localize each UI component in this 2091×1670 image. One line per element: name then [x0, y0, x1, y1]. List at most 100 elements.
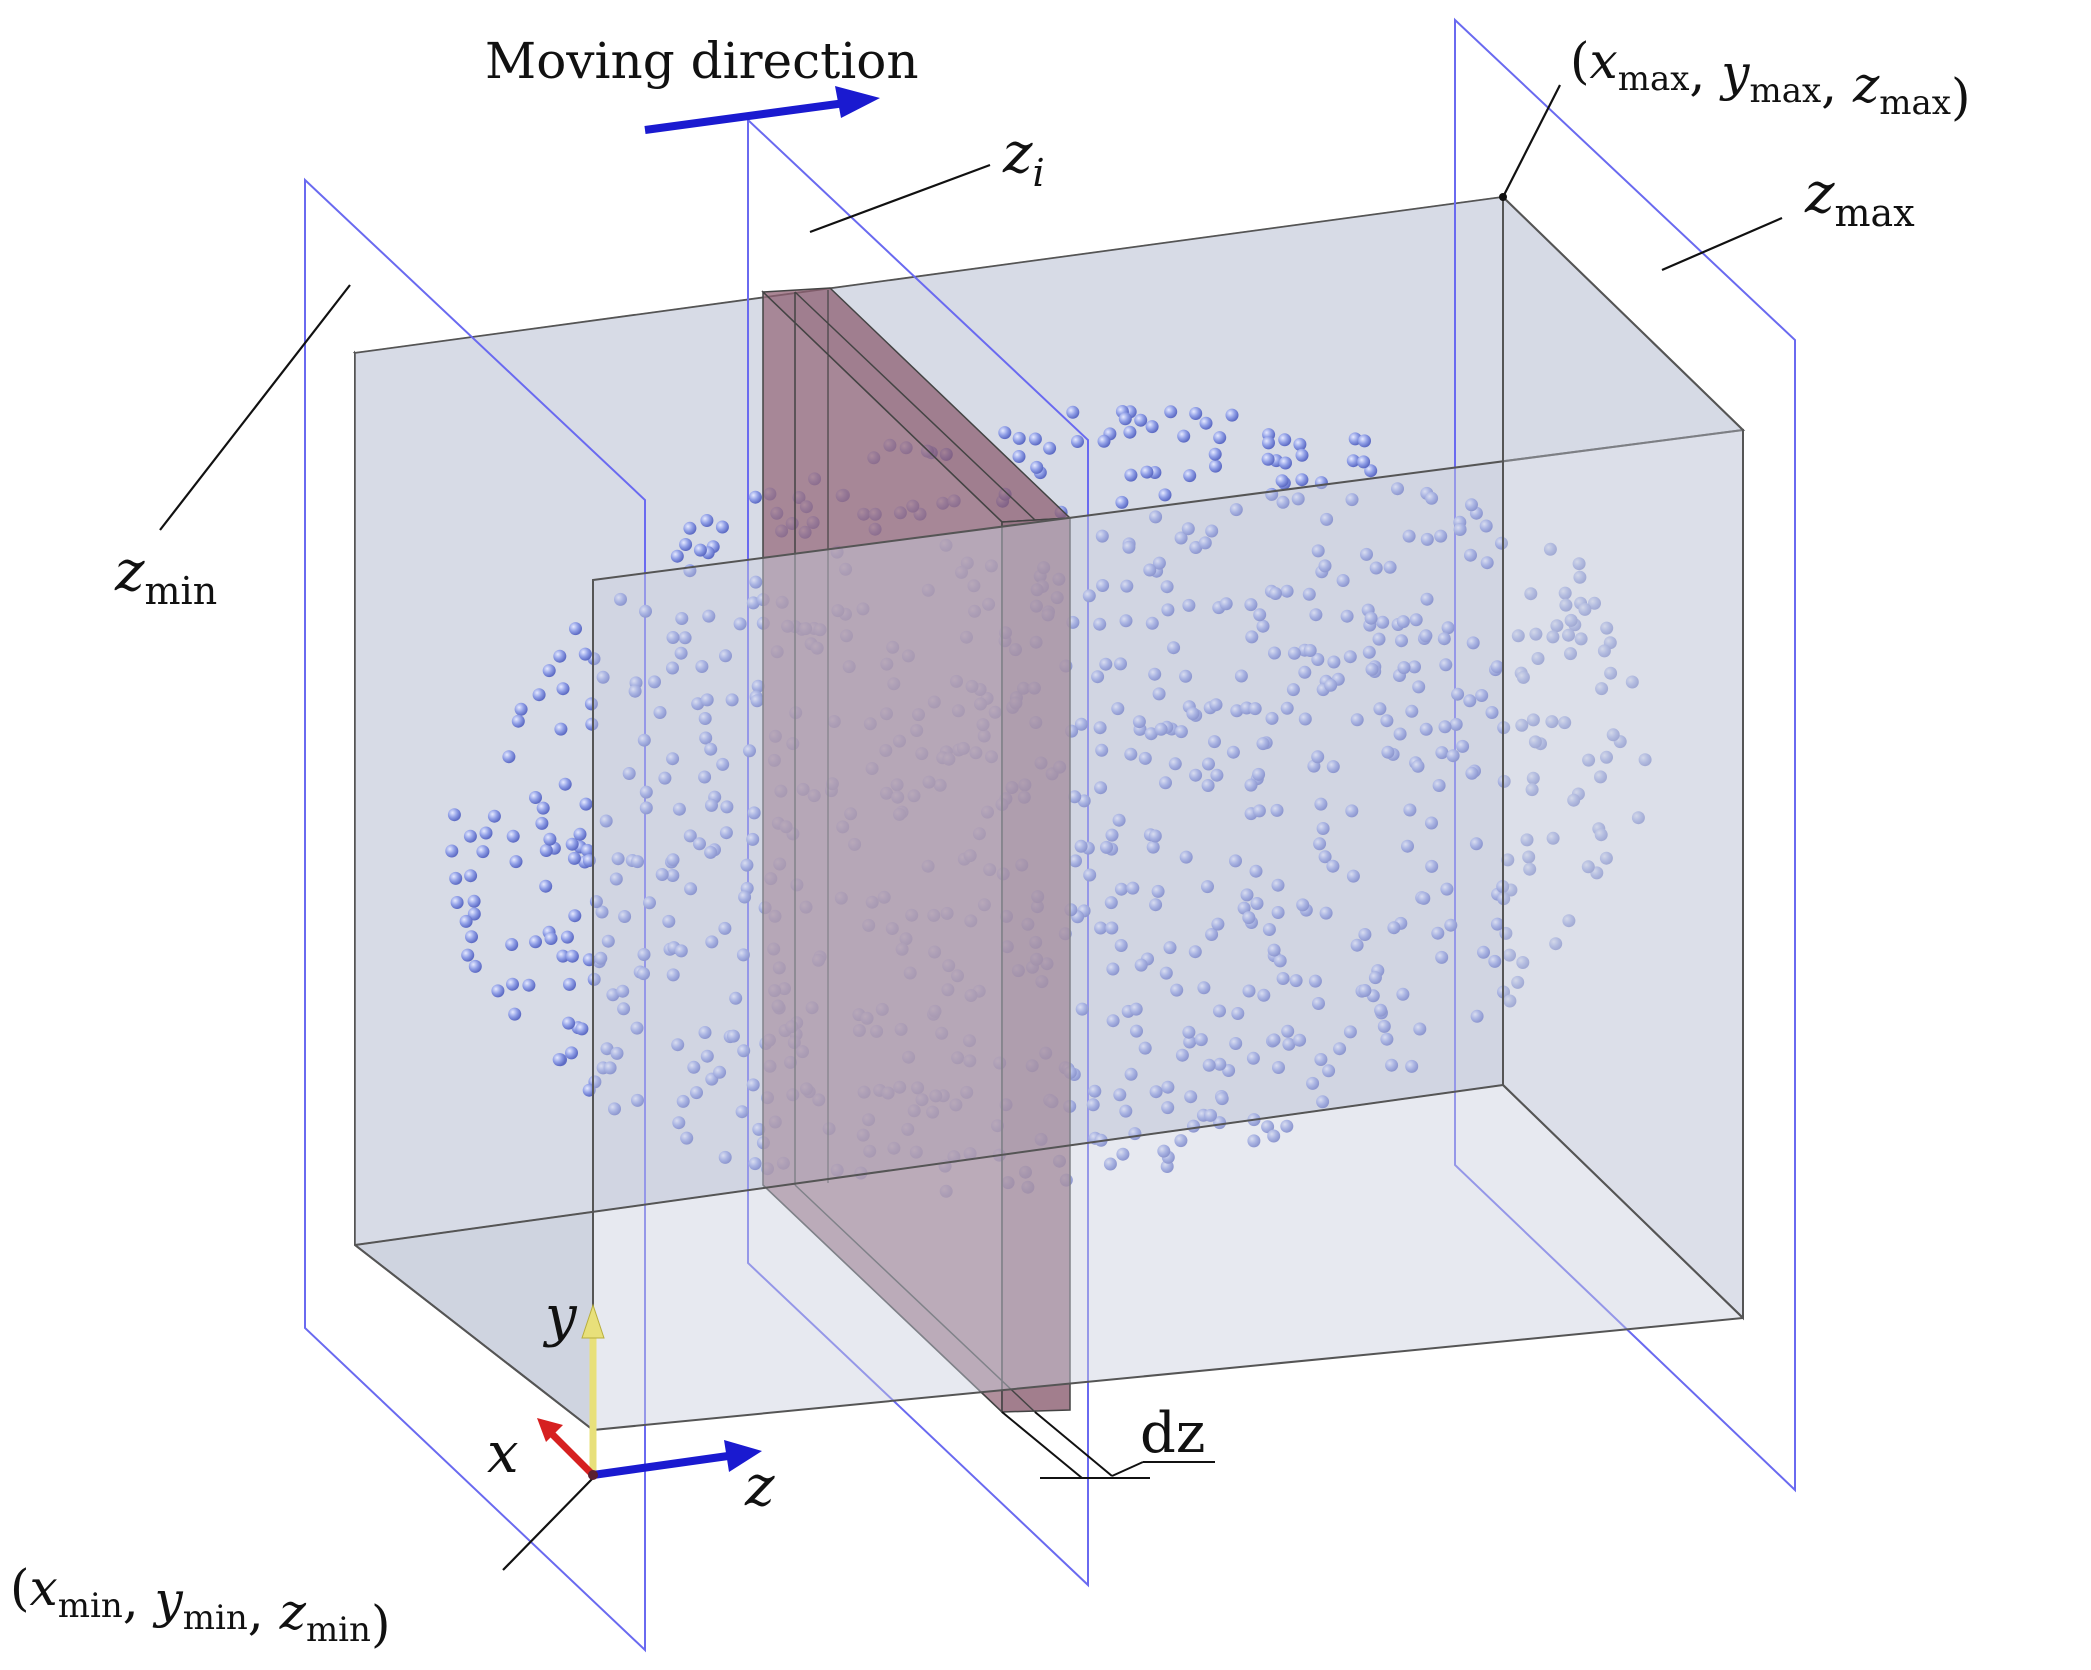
max-corner-label: (xmax, ymax, zmax)	[1570, 32, 1970, 126]
particle	[1343, 650, 1357, 664]
particle	[617, 1002, 631, 1016]
particle	[1272, 1061, 1285, 1074]
particle	[1205, 928, 1219, 941]
particle	[616, 984, 630, 998]
particle	[1181, 522, 1195, 536]
particle	[1526, 713, 1540, 727]
particle	[1318, 850, 1332, 864]
particle	[610, 1046, 624, 1060]
particle	[1154, 722, 1168, 736]
particle	[1094, 781, 1108, 795]
particle	[747, 806, 761, 820]
particle	[508, 1007, 522, 1021]
particle	[1345, 804, 1359, 818]
particle	[1531, 652, 1545, 665]
particle	[1365, 662, 1379, 676]
particle	[1320, 512, 1334, 526]
plane-z-max	[1454, 17, 1796, 1493]
particle	[1194, 1033, 1208, 1047]
particle	[1028, 432, 1042, 446]
particle	[1515, 718, 1529, 732]
particle	[565, 837, 579, 851]
particle	[1402, 529, 1416, 543]
particle	[1466, 636, 1480, 650]
particle	[1199, 416, 1213, 430]
particle	[698, 1026, 712, 1039]
particle	[1298, 712, 1312, 726]
particle	[465, 930, 478, 944]
particle	[1420, 592, 1434, 606]
particle	[539, 879, 553, 893]
particle	[1346, 869, 1360, 883]
particle	[1170, 983, 1184, 997]
particle	[1219, 597, 1233, 611]
particle	[1326, 760, 1340, 774]
particle	[1368, 971, 1382, 985]
particle	[690, 1086, 703, 1100]
particle	[1146, 840, 1160, 854]
particle	[1369, 561, 1383, 575]
particle	[1316, 822, 1330, 835]
particle	[1525, 783, 1539, 797]
particle	[1189, 768, 1203, 782]
particle	[1403, 803, 1417, 817]
particle	[1306, 1076, 1320, 1090]
particle	[1256, 737, 1270, 751]
particle	[749, 575, 763, 589]
particle	[558, 777, 572, 791]
particle	[575, 1022, 589, 1036]
particle	[1313, 837, 1327, 851]
particle	[1202, 1058, 1216, 1072]
particle	[1435, 950, 1449, 964]
particle	[1387, 921, 1401, 935]
particle	[1151, 884, 1165, 898]
particle	[666, 631, 680, 644]
particle	[1401, 839, 1414, 853]
particle	[672, 802, 686, 816]
particle	[1295, 448, 1309, 462]
particle	[1558, 716, 1572, 730]
z-min-label: zmin	[114, 539, 217, 613]
particle	[1316, 1095, 1330, 1109]
particle	[573, 827, 587, 841]
particle	[1106, 1014, 1120, 1028]
particle	[1606, 728, 1620, 742]
particle	[1340, 609, 1354, 623]
particle	[603, 1061, 617, 1075]
particle	[1229, 854, 1242, 868]
particle	[1167, 641, 1181, 655]
particle	[543, 832, 557, 846]
particle	[1562, 628, 1575, 642]
particle	[1134, 413, 1148, 427]
particle	[1524, 587, 1538, 601]
particle	[1197, 981, 1211, 995]
particle	[1479, 519, 1493, 533]
particle	[1097, 434, 1111, 448]
particle	[1163, 941, 1177, 955]
particle	[1326, 859, 1340, 873]
particle	[751, 679, 765, 693]
particle	[595, 905, 609, 919]
particle	[445, 844, 459, 858]
particle	[1546, 831, 1560, 845]
particle	[676, 1094, 690, 1108]
particle	[487, 809, 501, 823]
particle	[1358, 984, 1372, 997]
particle	[567, 851, 581, 865]
particle	[1302, 587, 1316, 601]
particle	[594, 951, 608, 965]
particle	[1408, 660, 1421, 674]
particle	[1287, 646, 1301, 660]
particle	[1324, 678, 1338, 692]
particle	[562, 1016, 576, 1030]
particle	[1314, 1053, 1328, 1066]
particle	[563, 977, 576, 991]
particle	[606, 988, 620, 1002]
particle	[461, 948, 475, 962]
particle	[1112, 813, 1126, 827]
particle	[695, 660, 709, 673]
particle	[1396, 987, 1410, 1001]
particle	[1588, 596, 1601, 610]
particle	[1074, 839, 1088, 853]
particle	[1350, 938, 1364, 952]
